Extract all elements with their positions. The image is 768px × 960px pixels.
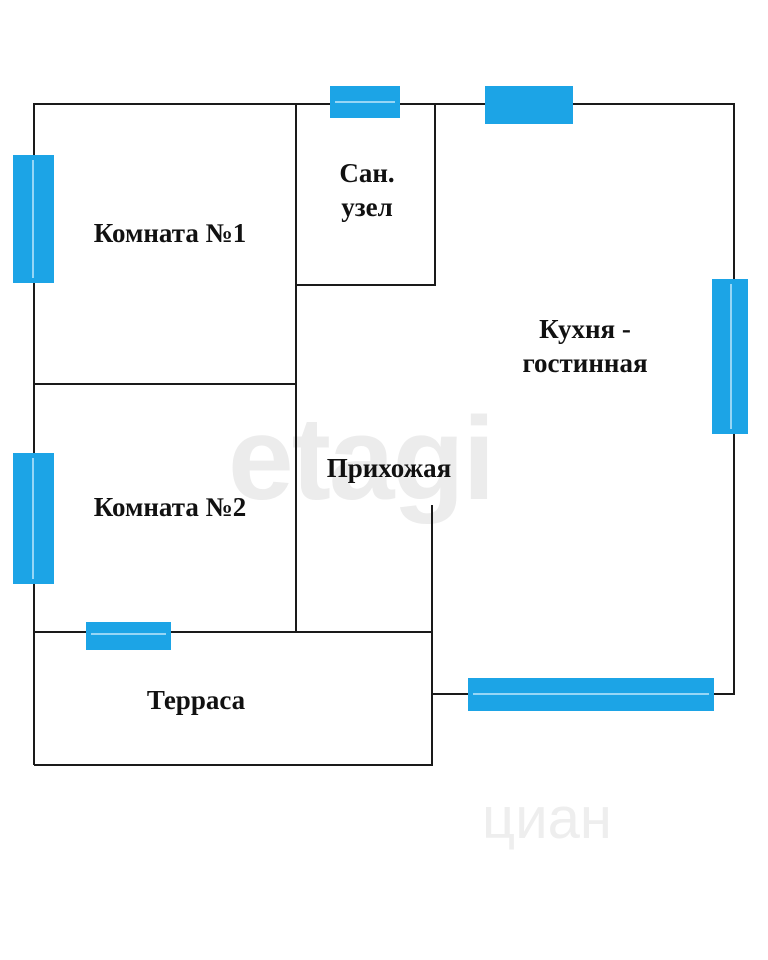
window-bathroom-top [330, 86, 400, 118]
terrace-label: Терраса [146, 685, 246, 715]
window-kitchen-top [485, 86, 573, 124]
bathroom-label-line1: Сан. [339, 158, 395, 188]
window-room2-bottom [86, 622, 171, 650]
bathroom-label-line2: узел [341, 192, 393, 222]
window-kitchen-bottom [468, 678, 714, 711]
kitchen-label-line2: гостинная [522, 348, 648, 378]
hallway-label: Прихожая [326, 453, 452, 483]
watermark-etagi: etagi [228, 393, 495, 525]
bathroom-wall [296, 104, 436, 286]
windows [13, 86, 748, 711]
room2-label: Комната №2 [93, 492, 247, 522]
window-room1-left [13, 155, 54, 283]
bathroom-label: Сан. узел [312, 156, 422, 224]
kitchen-label: Кухня - гостинная [490, 312, 680, 380]
window-room2-left [13, 453, 54, 584]
watermark-cian: циан [482, 786, 612, 851]
kitchen-label-line1: Кухня - [539, 314, 631, 344]
window-kitchen-right [712, 279, 748, 434]
room1-label: Комната №1 [93, 218, 247, 248]
terrace-wall [34, 631, 433, 766]
